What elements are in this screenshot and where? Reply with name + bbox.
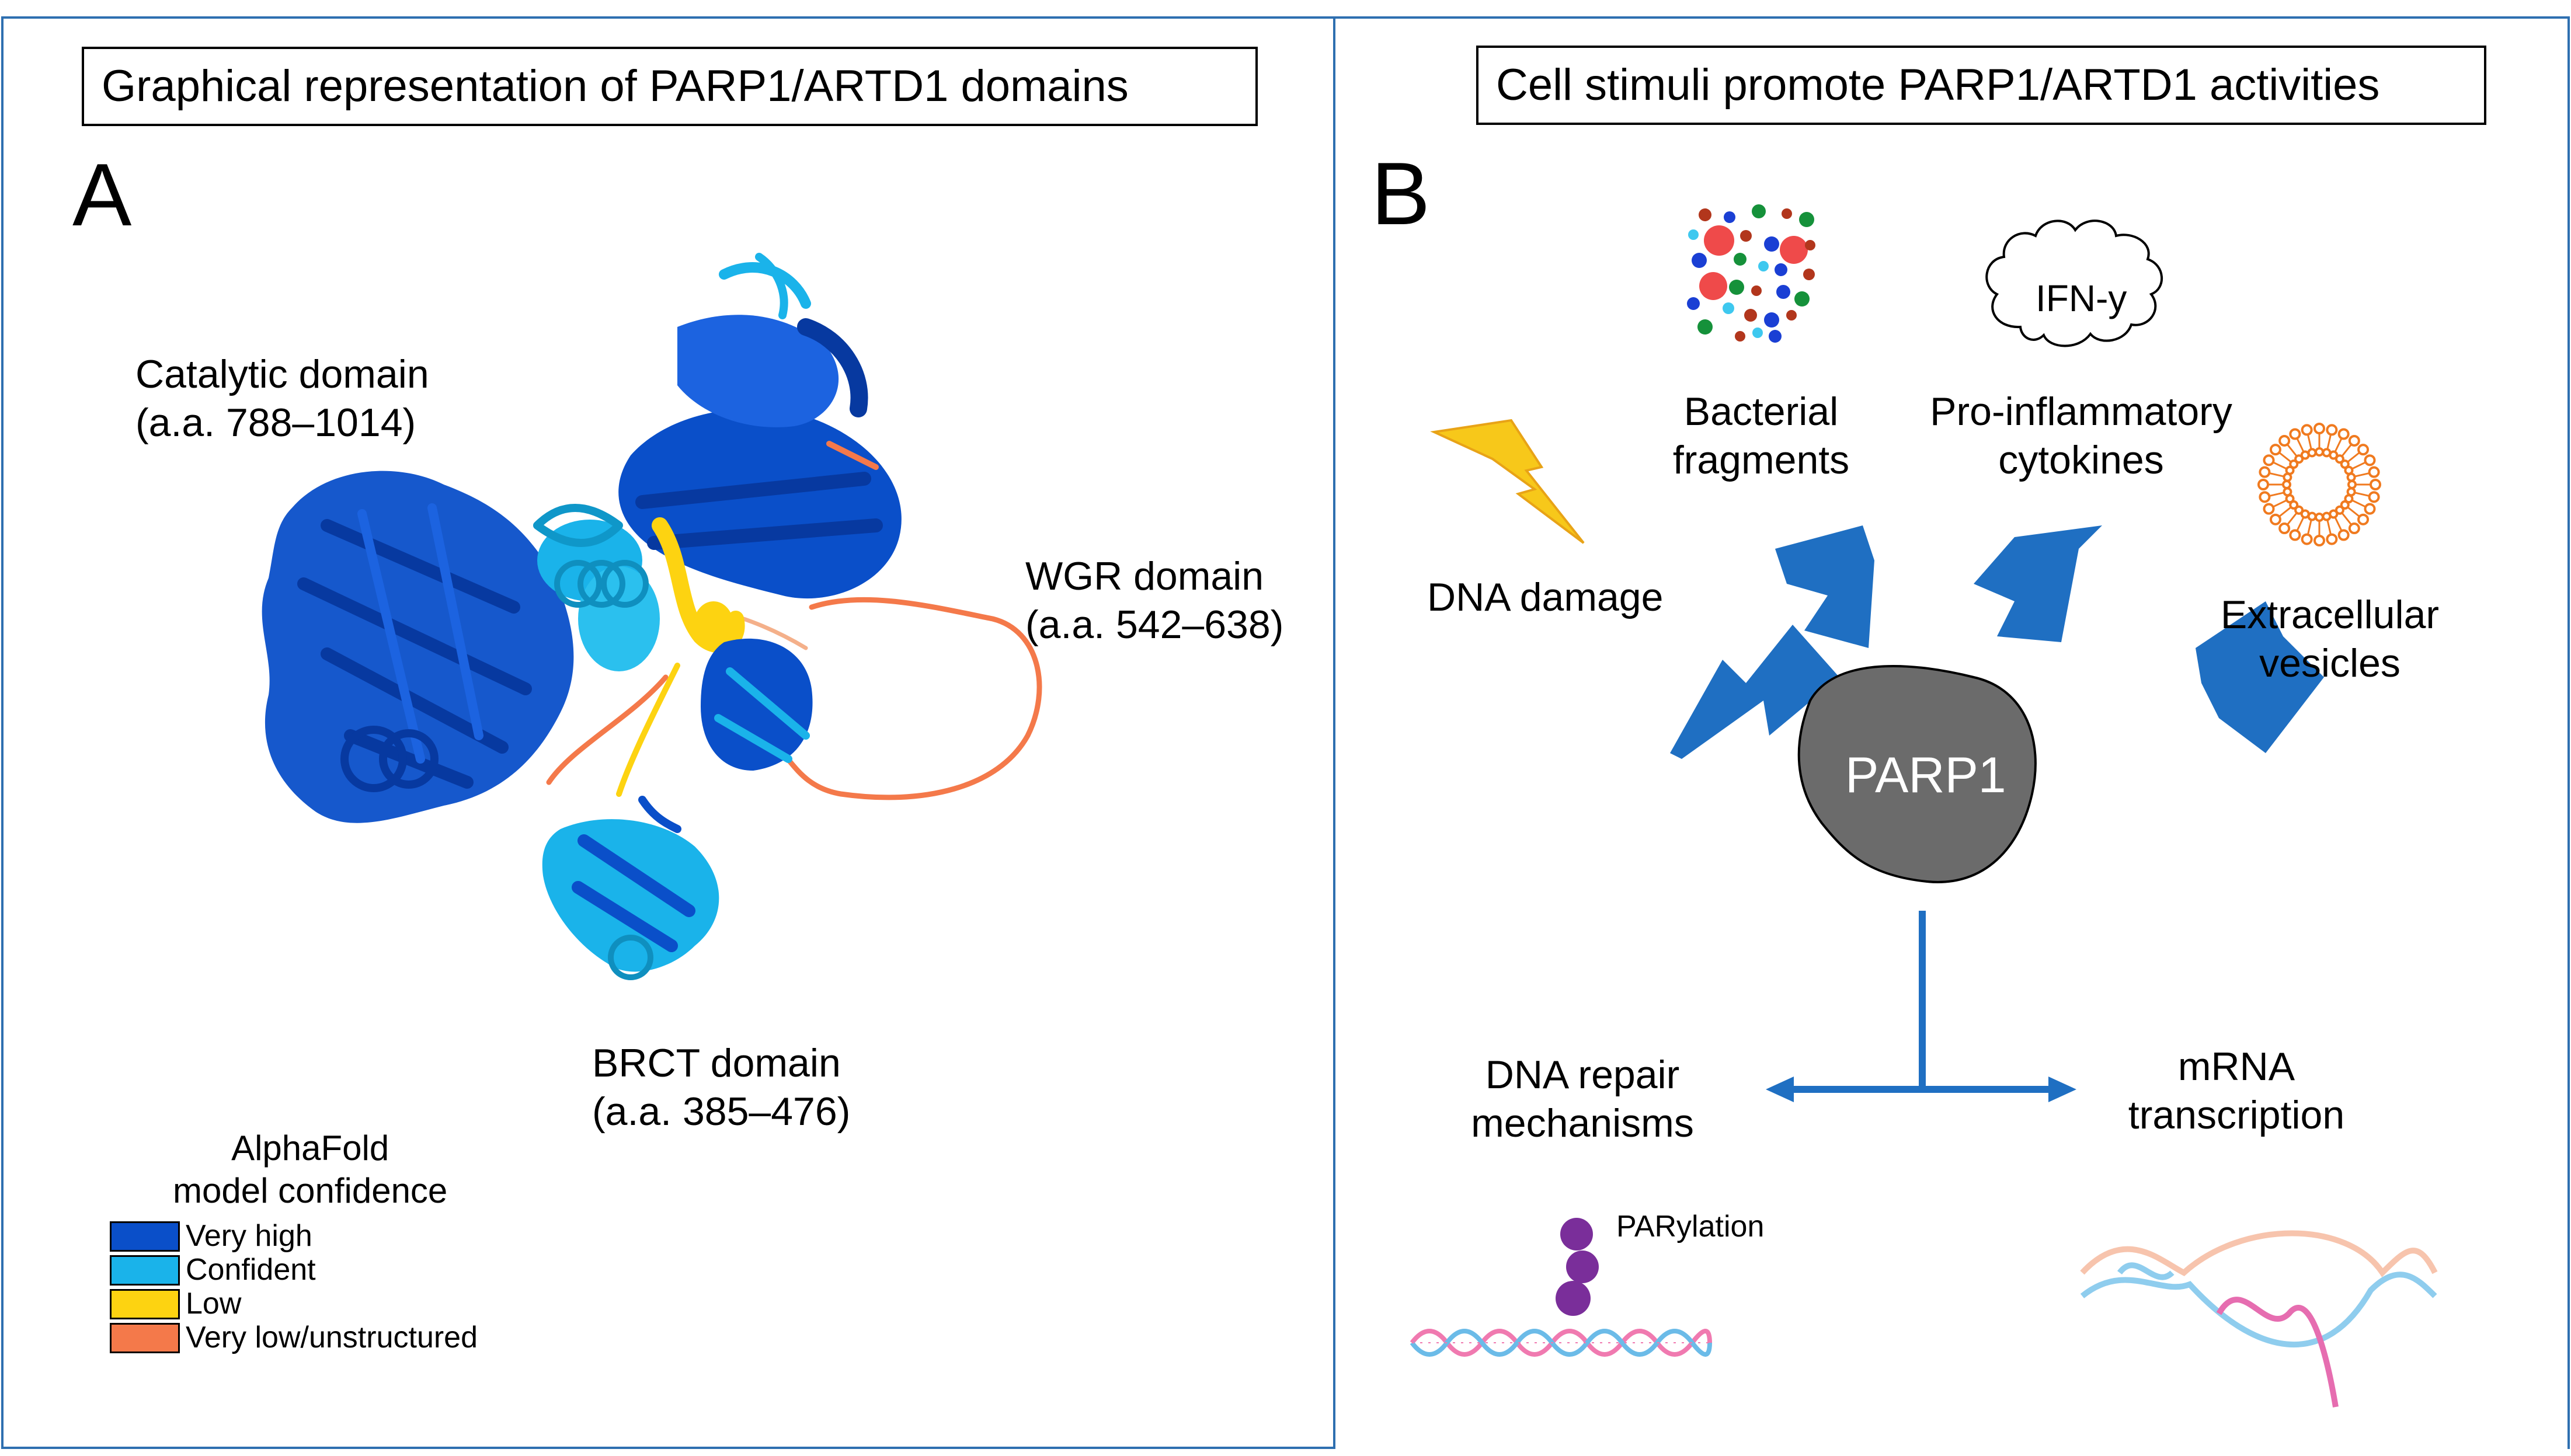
panel-a-frame	[1, 16, 1335, 1449]
panel-b-letter: B	[1371, 144, 1431, 243]
mrna-transcription-label: mRNA transcription	[2128, 1044, 2345, 1137]
panel-a-letter: A	[72, 145, 132, 245]
dna-repair-label: DNA repair mechanisms	[1471, 1053, 1694, 1145]
parylation-label: PARylation	[1616, 1210, 1765, 1243]
legend-swatch	[110, 1323, 180, 1353]
panel-a-title: Graphical representation of PARP1/ARTD1 …	[82, 47, 1258, 126]
legend-swatch	[110, 1255, 180, 1286]
legend-title: AlphaFold model confidence	[173, 1128, 448, 1211]
confidence-legend: Very high Confident Low Very low/unstruc…	[110, 1219, 519, 1373]
legend-label: Confident	[186, 1253, 316, 1287]
panel-b-title: Cell stimuli promote PARP1/ARTD1 activit…	[1476, 46, 2486, 125]
wgr-domain-label: WGR domain (a.a. 542–638)	[1025, 554, 1284, 647]
legend-label: Very high	[186, 1219, 312, 1253]
panel-b-frame	[1333, 16, 2570, 1449]
dna-damage-label: DNA damage	[1427, 575, 1664, 619]
vesicles-label: Extracellular vesicles	[2220, 593, 2440, 685]
legend-label: Very low/unstructured	[186, 1321, 478, 1354]
brct-domain-label: BRCT domain (a.a. 385–476)	[592, 1041, 851, 1134]
parp1-label: PARP1	[1845, 747, 2006, 803]
ifn-label: IFN-y	[2036, 277, 2127, 319]
legend-swatch	[110, 1221, 180, 1252]
cytokines-label: Pro-inflammatory cytokines	[1930, 389, 2232, 482]
catalytic-domain-label: Catalytic domain (a.a. 788–1014)	[135, 352, 429, 445]
legend-swatch	[110, 1289, 180, 1319]
legend-label: Low	[186, 1287, 242, 1321]
bacterial-fragments-label: Bacterial fragments	[1672, 389, 1850, 482]
